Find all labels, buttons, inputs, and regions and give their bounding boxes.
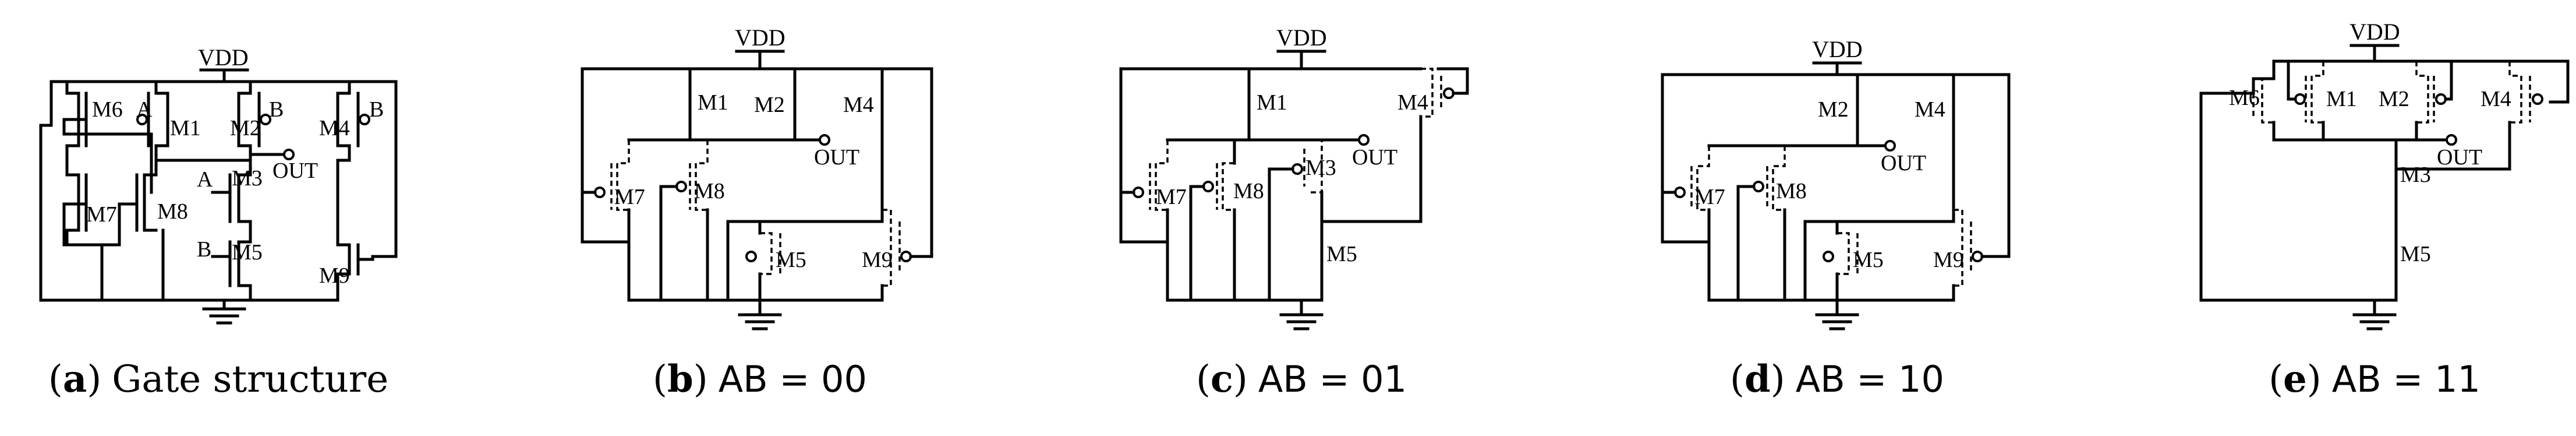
svg-text:(e)AB = 11: (e)AB = 11	[2269, 357, 2481, 401]
panel-d-m4-label: M4	[1915, 97, 1945, 122]
panel-d-out-label: OUT	[1881, 151, 1926, 175]
caption-d-open: (	[1730, 358, 1745, 401]
panel-d-m9-label: M9	[1933, 248, 1964, 272]
caption-b-close: )	[693, 358, 708, 401]
panel-b-vdd-label: VDD	[735, 24, 785, 51]
panel-a-gate-structure: VDD M6 A M1 B M2 B M4 OUT	[39, 44, 398, 325]
panel-c-m5-label: M5	[1326, 242, 1357, 266]
panel-b-m9-label: M9	[862, 248, 893, 272]
panel-a-m1-label: M1	[170, 116, 201, 140]
caption-e-close: )	[2307, 358, 2322, 401]
panel-b-m8-label: M8	[694, 179, 725, 203]
panel-a-m7-label: M7	[86, 202, 117, 227]
panel-c-m8-label: M8	[1233, 179, 1264, 203]
panel-a-m4-label: M4	[319, 116, 350, 140]
panel-b-out-label: OUT	[814, 145, 859, 170]
caption-c-letter: c	[1211, 357, 1233, 401]
panel-e-vdd-label: VDD	[2349, 19, 2400, 45]
panel-c-ab-01: VDD M1 M4 OUT M7 M8 M3	[1119, 24, 1469, 330]
panel-c-m4-label: M4	[1397, 90, 1428, 115]
panel-a-m8-label: M8	[157, 199, 188, 224]
caption-b: (b) AB = 00	[653, 357, 867, 401]
panel-a-input-b-2: B	[369, 97, 384, 122]
panel-d-vdd-label: VDD	[1812, 36, 1863, 62]
panel-e-m2-label: M2	[2379, 87, 2409, 111]
caption-d-close: )	[1771, 358, 1785, 401]
panel-e-m1-label: M1	[2326, 87, 2357, 111]
panel-e-m5-label: M5	[2400, 242, 2431, 266]
panel-a-vdd-label: VDD	[198, 44, 249, 71]
panel-b-m2-label: M2	[754, 93, 785, 117]
panel-b-m5-label: M5	[776, 248, 806, 272]
caption-c-open: (	[1196, 358, 1211, 401]
panel-a-out-label: OUT	[273, 159, 318, 183]
panel-e-m3-label: M3	[2400, 163, 2431, 187]
caption-b-open: (	[653, 358, 667, 401]
panel-a-m5-label: M5	[232, 240, 263, 265]
caption-c: (c)AB = 01	[1196, 357, 1407, 401]
caption-b-text: AB = 00	[719, 358, 867, 400]
panel-d-m2-label: M2	[1818, 97, 1849, 122]
panel-e-m6-label: M6	[2229, 86, 2260, 110]
panel-b-m1-label: M1	[698, 90, 728, 115]
panel-d-ab-10: VDD M2 M4 OUT M7 M8 M5	[1661, 36, 2011, 330]
caption-a-letter: a	[63, 357, 87, 401]
panel-a-input-b-1: B	[269, 97, 284, 122]
panel-c-vdd-label: VDD	[1276, 24, 1327, 51]
panel-b-m7-label: M7	[614, 185, 645, 209]
caption-c-close: )	[1233, 358, 1248, 401]
panel-c-m1-label: M1	[1257, 90, 1287, 115]
panel-b-m4-label: M4	[843, 93, 874, 117]
svg-text:(c)AB = 01: (c)AB = 01	[1196, 357, 1407, 401]
panel-e-out-label: OUT	[2437, 145, 2482, 170]
panel-c-m7-label: M7	[1156, 185, 1187, 209]
panel-a-input-b-3: B	[197, 237, 211, 262]
panel-d-m7-label: M7	[1694, 185, 1725, 209]
panel-b-ab-00: VDD M1 M2 M4 OUT M7 M8	[581, 24, 933, 330]
panel-c-m3-label: M3	[1305, 156, 1336, 180]
panel-c-out-label: OUT	[1352, 145, 1397, 170]
svg-text:(b)AB = 00: (b) AB = 00	[653, 357, 867, 401]
caption-a-text: Gate structure	[112, 358, 388, 401]
caption-e-letter: e	[2283, 357, 2307, 401]
panel-a-m9-label: M9	[319, 263, 350, 288]
svg-text:(a)Gate structure: (a) Gate structure	[48, 357, 388, 401]
panel-a-input-a-1: A	[136, 97, 153, 122]
caption-e-open: (	[2269, 358, 2283, 401]
caption-d-text: AB = 10	[1796, 358, 1944, 400]
caption-b-letter: b	[667, 357, 693, 401]
caption-a-close: )	[87, 358, 101, 401]
caption-a: (a) Gate structure	[48, 357, 388, 401]
panel-a-m2-label: M2	[230, 116, 261, 140]
caption-c-text: AB = 01	[1258, 358, 1407, 400]
panel-e-ab-11: VDD M6 M1 M2 M4 OUT M3 M5	[2199, 19, 2570, 330]
panel-d-m8-label: M8	[1776, 179, 1807, 203]
panel-d-m5-label: M5	[1853, 248, 1884, 272]
caption-a-open: (	[48, 358, 63, 401]
svg-text:(d)AB = 10: (d) AB = 10	[1730, 357, 1944, 401]
caption-e-text: AB = 11	[2332, 358, 2481, 400]
caption-d-letter: d	[1745, 357, 1771, 401]
caption-d: (d) AB = 10	[1730, 357, 1944, 401]
panel-a-m6-label: M6	[92, 97, 123, 122]
caption-e: (e)AB = 11	[2269, 357, 2481, 401]
panel-e-m4-label: M4	[2481, 87, 2511, 111]
panel-a-m3-label: M3	[232, 166, 263, 191]
panel-a-input-a-2: A	[197, 167, 213, 192]
